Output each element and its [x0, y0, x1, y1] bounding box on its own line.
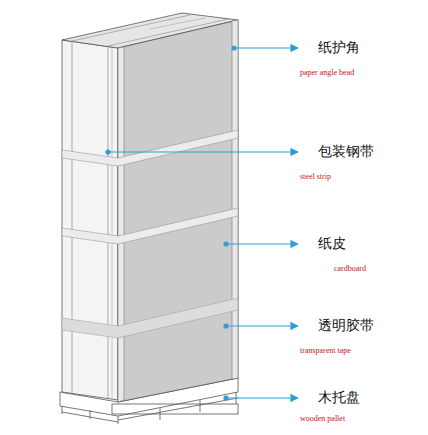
part-name: 包装钢带 [318, 143, 374, 161]
transparent-tape [62, 298, 238, 338]
steel-strip [62, 130, 238, 244]
part-name-english: paper angle bead [300, 68, 354, 77]
part-name-english: transparent tape [300, 346, 351, 355]
part-name: 透明胶带 [318, 317, 374, 335]
part-name-english: cardboard [334, 264, 366, 273]
leader-lines [106, 46, 298, 400]
part-name: 纸护角 [318, 39, 360, 57]
part-name: 木托盘 [318, 389, 360, 407]
part-name-english: steel strip [300, 172, 331, 181]
part-name-english: wooden pallet [300, 414, 345, 423]
part-name: 纸皮 [318, 235, 346, 253]
